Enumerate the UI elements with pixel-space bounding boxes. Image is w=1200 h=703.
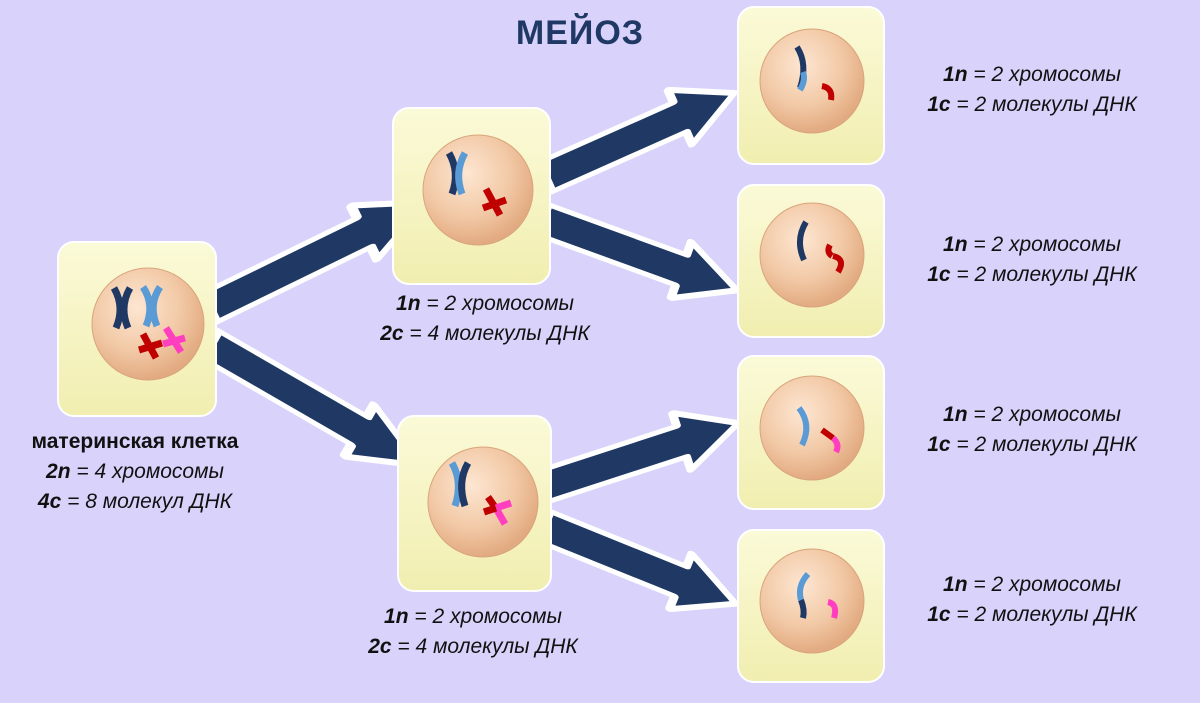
mother-cell-label: материнская клетка 2n = 4 хромосомы 4c =… [4, 427, 266, 517]
middle-bottom-nucleus [427, 446, 539, 558]
final-cell-1-label: 1n = 2 хромосомы 1c = 2 молекулы ДНК [927, 63, 1137, 116]
arrow-top-to-final-1 [535, 86, 739, 195]
middle-bottom-dna-count: 2c = 4 молекулы ДНК [368, 635, 578, 658]
chromosome-light-blue [796, 406, 810, 447]
mother-cell-name: материнская клетка [31, 430, 239, 453]
diagram-title: МЕЙОЗ [515, 14, 645, 52]
chromosome-red [820, 427, 835, 441]
final-cell-1 [737, 6, 885, 165]
chromosome-red-x [137, 332, 164, 360]
arrow-bottom-to-final-4 [534, 508, 740, 613]
arrow-mother-to-bottom [197, 327, 425, 469]
middle-bottom-label: 1n = 2 хромосомы 2c = 4 молекулы ДНК [328, 602, 618, 662]
chromosome-red-tail [832, 253, 845, 274]
final-cell-4-label: 1n = 2 хромосомы 1c = 2 молекулы ДНК [927, 573, 1137, 626]
arrow-top-to-final-2 [533, 201, 742, 301]
chromosome-light-blue [796, 571, 811, 601]
middle-top-label: 1n = 2 хромосомы 2c = 4 молекулы ДНК [340, 289, 630, 349]
middle-bottom-chromosome-count: 1n = 2 хромосомы [384, 605, 562, 628]
chromosome-blue-x [448, 461, 472, 508]
middle-top-dna-count: 2c = 4 молекулы ДНК [380, 322, 590, 345]
chromosome-pink [827, 599, 839, 619]
chromosome-red-pink-x [482, 495, 513, 526]
final-cell-3 [737, 355, 885, 510]
middle-top-cell [392, 107, 551, 285]
middle-top-nucleus [422, 134, 534, 246]
middle-bottom-cell [397, 415, 552, 592]
chromosome-blue-x [445, 151, 469, 196]
chromosome-red [825, 243, 834, 259]
mother-cell [57, 241, 217, 417]
chromosome-dark-blue [797, 220, 809, 262]
mother-dna-count: 4c = 8 молекул ДНК [37, 490, 233, 513]
arrows [197, 86, 743, 613]
arrow-bottom-to-final-3 [532, 410, 743, 505]
middle-top-chromosome-count: 1n = 2 хромосомы [396, 292, 574, 315]
final-cell-4 [737, 529, 885, 683]
mother-chromosome-count: 2n = 4 хромосомы [46, 460, 224, 483]
chromosome-red-x [481, 187, 508, 217]
chromosome-red [821, 83, 835, 101]
chromosome-pink-x [162, 326, 186, 354]
chromosome-dark-blue [798, 598, 807, 619]
chromosome-dark-blue-x [110, 286, 134, 330]
chromosome-light-blue-x [140, 285, 163, 328]
final-cell-2-label: 1n = 2 хромосомы 1c = 2 молекулы ДНК [927, 233, 1137, 286]
chromosome-pink [830, 435, 841, 454]
final-cell-2 [737, 184, 885, 338]
final-cell-3-label: 1n = 2 хромосомы 1c = 2 молекулы ДНК [927, 403, 1137, 456]
chromosome-blue-arm [797, 70, 807, 92]
